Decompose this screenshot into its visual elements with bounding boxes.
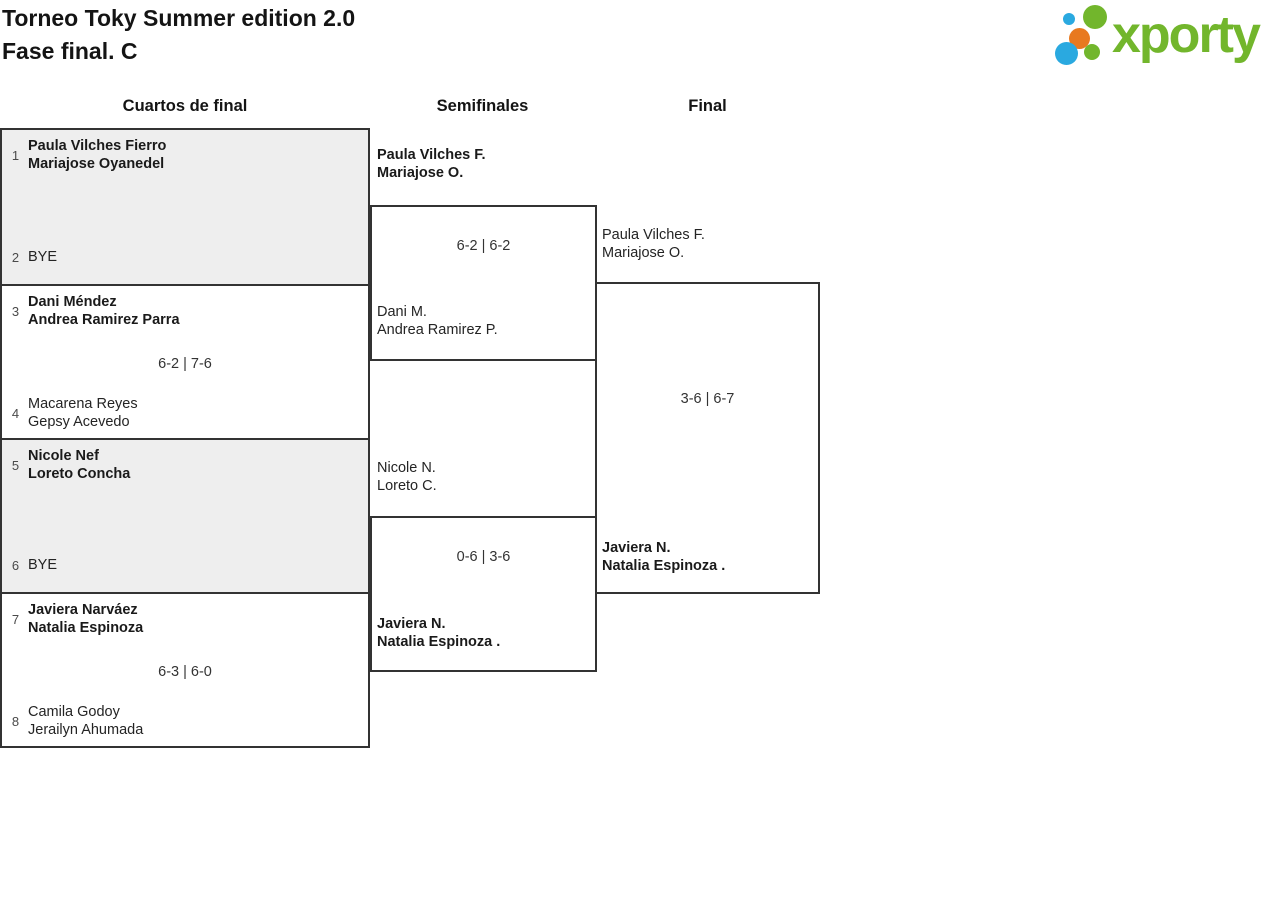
quarterfinals-column: 1 Paula Vilches Fierro Mariajose Oyanede… [0, 128, 370, 748]
participant-row: 8 Camila Godoy Jerailyn Ahumada [8, 703, 364, 739]
match-score-final: 3-6 | 6-7 [680, 391, 735, 407]
seed-number: 8 [11, 713, 20, 729]
seed-number: 3 [11, 303, 20, 319]
match-score-sf1: 6-2 | 6-2 [456, 238, 511, 254]
xporty-logo[interactable]: xporty [1050, 0, 1280, 78]
participant-row: 3 Dani Méndez Andrea Ramirez Parra [8, 293, 364, 329]
match-score: 6-2 | 7-6 [158, 356, 212, 372]
match-card-qf4[interactable]: 7 Javiera Narváez Natalia Espinoza 6-3 |… [2, 592, 368, 746]
logo-wordmark: xporty [1112, 6, 1261, 64]
round-header-quarterfinals: Cuartos de final [122, 97, 248, 115]
participant-names: Macarena Reyes Gepsy Acevedo [28, 396, 138, 430]
participant-sf2-top: Nicole N. Loreto C. [377, 460, 437, 494]
seed-number: 7 [11, 611, 20, 627]
logo-dot-blue-large-icon [1055, 42, 1078, 65]
seed-number: 5 [11, 457, 20, 473]
participant-names: Javiera Narváez Natalia Espinoza [28, 602, 144, 636]
seed-number: 6 [11, 557, 20, 573]
match-box-sf2[interactable] [370, 516, 597, 672]
participant-row: 4 Macarena Reyes Gepsy Acevedo [8, 395, 364, 431]
seed-number: 1 [11, 147, 20, 163]
participant-names: Paula Vilches Fierro Mariajose Oyanedel [28, 138, 167, 172]
logo-dot-blue-small-icon [1063, 13, 1075, 25]
participant-row: 7 Javiera Narváez Natalia Espinoza [8, 601, 364, 637]
logo-dot-green-large-icon [1083, 5, 1107, 29]
tournament-title-line2: Fase final. C [2, 38, 138, 64]
participant-row: 1 Paula Vilches Fierro Mariajose Oyanede… [8, 137, 364, 173]
seed-number: 4 [11, 405, 20, 421]
participant-final-bottom: Javiera N. Natalia Espinoza . [602, 540, 726, 574]
tournament-title-line1: Torneo Toky Summer edition 2.0 [2, 5, 356, 31]
participant-row: 6 BYE [8, 556, 364, 574]
match-card-qf1[interactable]: 1 Paula Vilches Fierro Mariajose Oyanede… [2, 130, 368, 284]
participant-names: BYE [28, 557, 58, 573]
match-card-qf2[interactable]: 3 Dani Méndez Andrea Ramirez Parra 6-2 |… [2, 284, 368, 438]
logo-dot-green-small-icon [1084, 44, 1100, 60]
participant-row: 5 Nicole Nef Loreto Concha [8, 447, 364, 483]
participant-names: Dani Méndez Andrea Ramirez Parra [28, 294, 180, 328]
participant-final-top: Paula Vilches F. Mariajose O. [602, 227, 705, 261]
participant-sf1-top: Paula Vilches F. Mariajose O. [377, 147, 486, 181]
match-card-qf3[interactable]: 5 Nicole Nef Loreto Concha 6 BYE [2, 438, 368, 592]
logo-dot-orange-icon [1069, 28, 1090, 49]
round-header-final: Final [688, 97, 727, 115]
participant-sf2-bottom: Javiera N. Natalia Espinoza . [377, 616, 501, 650]
seed-number: 2 [11, 249, 20, 265]
match-box-final[interactable] [595, 282, 820, 594]
tournament-title: Torneo Toky Summer edition 2.0 Fase fina… [2, 2, 355, 68]
participant-sf1-bottom: Dani M. Andrea Ramirez P. [377, 304, 498, 338]
participant-row: 2 BYE [8, 248, 364, 266]
participant-names: BYE [28, 249, 58, 265]
match-score: 6-3 | 6-0 [158, 664, 212, 680]
match-score-sf2: 0-6 | 3-6 [456, 549, 511, 565]
participant-names: Nicole Nef Loreto Concha [28, 448, 131, 482]
round-header-semifinals: Semifinales [436, 97, 529, 115]
participant-names: Camila Godoy Jerailyn Ahumada [28, 704, 144, 738]
